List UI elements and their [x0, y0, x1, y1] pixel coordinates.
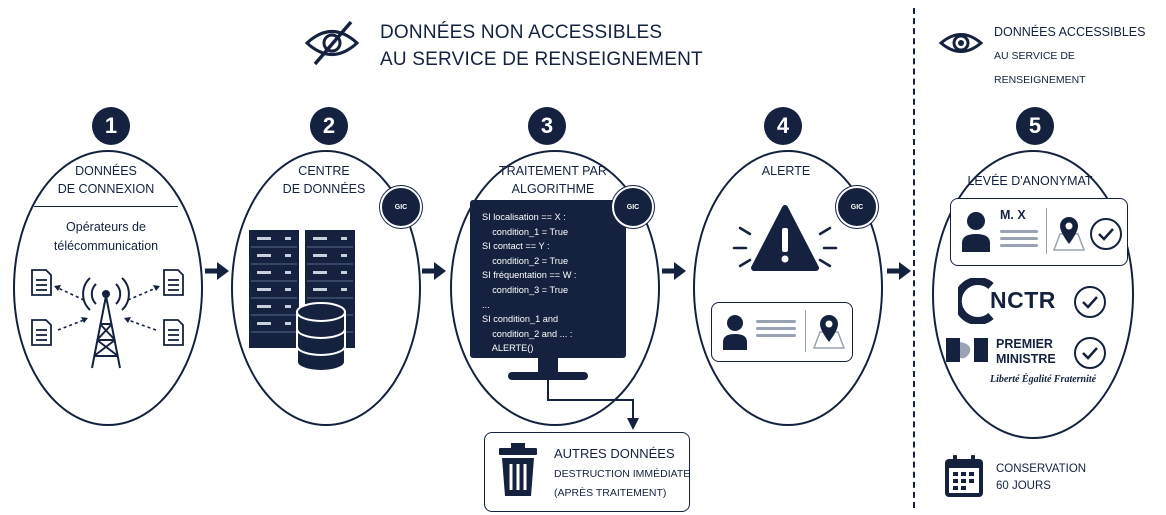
step-2-title-line2: DE DONNÉES [282, 182, 366, 196]
step-1-title-line1: DONNÉES [75, 164, 137, 178]
map-pin-icon [812, 315, 846, 349]
gic-seal-3-label: GIC [626, 203, 640, 211]
step-3-oval [450, 150, 660, 426]
step-3-title: TRAITEMENT PAR ALGORITHME [478, 162, 628, 198]
header-accessible-line2: AU SERVICE DE RENSEIGNEMENT [994, 50, 1086, 86]
step-1-number: 1 [92, 107, 130, 145]
step-4-oval [693, 150, 883, 426]
step-1-sub-line1: Opérateurs de [66, 220, 146, 234]
step-1-subtitle: Opérateurs de télécommunication [36, 218, 176, 256]
step-2-title-line1: CENTRE [298, 164, 350, 178]
check-circle-icon-3 [1074, 337, 1106, 369]
alert-card-divider [805, 310, 806, 352]
step-1-sub-line2: télécommunication [53, 239, 159, 253]
warning-icon [732, 205, 838, 271]
step-1-separator [34, 206, 178, 207]
header-not-accessible-line2: AU SERVICE DE RENSEIGNEMENT [380, 49, 703, 70]
monitor-base [508, 372, 588, 380]
eye-slash-icon [303, 18, 361, 68]
step-3-number: 3 [528, 107, 566, 145]
arrow-1-2 [205, 262, 229, 280]
conservation: CONSERVATION 60 JOURS [996, 461, 1086, 495]
step-4-title: ALERTE [761, 164, 811, 178]
other-data-line1: AUTRES DONNÉES [554, 446, 675, 461]
arrow-4-5 [887, 262, 911, 280]
step-3-title-line2: ALGORITHME [511, 182, 595, 196]
identity-lines [1000, 226, 1038, 251]
step-2-number: 2 [310, 107, 348, 145]
algorithm-code: SI localisation == X : condition_1 = Tru… [482, 212, 577, 354]
divider [913, 8, 915, 508]
check-circle-icon-1 [1090, 218, 1122, 250]
antenna-tower-icon [31, 269, 184, 369]
header-not-accessible: DONNÉES NON ACCESSIBLES AU SERVICE DE RE… [380, 19, 703, 73]
person-icon-5 [962, 212, 990, 252]
header-not-accessible-line1: DONNÉES NON ACCESSIBLES [380, 22, 663, 43]
pm-line2: MINISTRE [996, 352, 1056, 366]
monitor-icon [470, 200, 626, 358]
header-accessible: DONNÉES ACCESSIBLES AU SERVICE DE RENSEI… [994, 20, 1166, 92]
calendar-icon [945, 455, 983, 497]
step-1-title-line2: DE CONNEXION [57, 182, 155, 196]
trash-icon [499, 443, 537, 496]
step-2-title: CENTRE DE DONNÉES [256, 162, 392, 198]
cnctr-logo [958, 278, 994, 324]
conservation-line1: CONSERVATION [996, 463, 1087, 475]
premier-ministre: PREMIER MINISTRE [996, 337, 1056, 367]
other-data-line3: (APRÈS TRAITEMENT) [554, 487, 667, 499]
motto: Liberté Égalité Fraternité [990, 374, 1097, 385]
step-5-title: LEVÉE D'ANONYMAT [967, 174, 1093, 188]
alert-profile-lines [756, 316, 796, 341]
header-accessible-line1: DONNÉES ACCESSIBLES [994, 25, 1146, 39]
step-1-title: DONNÉES DE CONNEXION [40, 162, 172, 198]
gic-seal-label: GIC [394, 203, 408, 211]
database-icon [296, 302, 346, 372]
identity-name: M. X [1000, 208, 1026, 222]
gic-seal-3: GIC [612, 186, 654, 228]
eye-icon [938, 26, 984, 60]
arrow-2-3 [422, 262, 446, 280]
person-icon [723, 315, 747, 350]
step-5-oval [932, 150, 1134, 439]
monitor-stand [538, 358, 558, 372]
arrow-3-4 [662, 262, 686, 280]
check-circle-icon-2 [1074, 286, 1106, 318]
other-data-line2: DESTRUCTION IMMÉDIATE [554, 468, 691, 480]
conservation-line2: 60 JOURS [996, 480, 1051, 492]
cnctr-label: NCTR [990, 287, 1056, 313]
step-5-number: 5 [1016, 107, 1054, 145]
step-1-oval [13, 150, 203, 426]
step-4-number: 4 [764, 107, 802, 145]
gic-seal-4-label: GIC [850, 203, 864, 211]
step-3-title-line1: TRAITEMENT PAR [499, 164, 607, 178]
document-icon [31, 269, 184, 346]
pm-line1: PREMIER [996, 337, 1053, 351]
arrow-to-other-data [547, 380, 639, 430]
gic-seal: GIC [380, 186, 422, 228]
other-data-text: AUTRES DONNÉES DESTRUCTION IMMÉDIATE (AP… [554, 445, 690, 501]
identity-card-divider [1046, 208, 1047, 254]
gic-seal-4: GIC [836, 186, 878, 228]
marianne-logo [946, 338, 988, 362]
map-pin-icon-5 [1052, 217, 1086, 251]
step-2-oval [231, 150, 421, 426]
